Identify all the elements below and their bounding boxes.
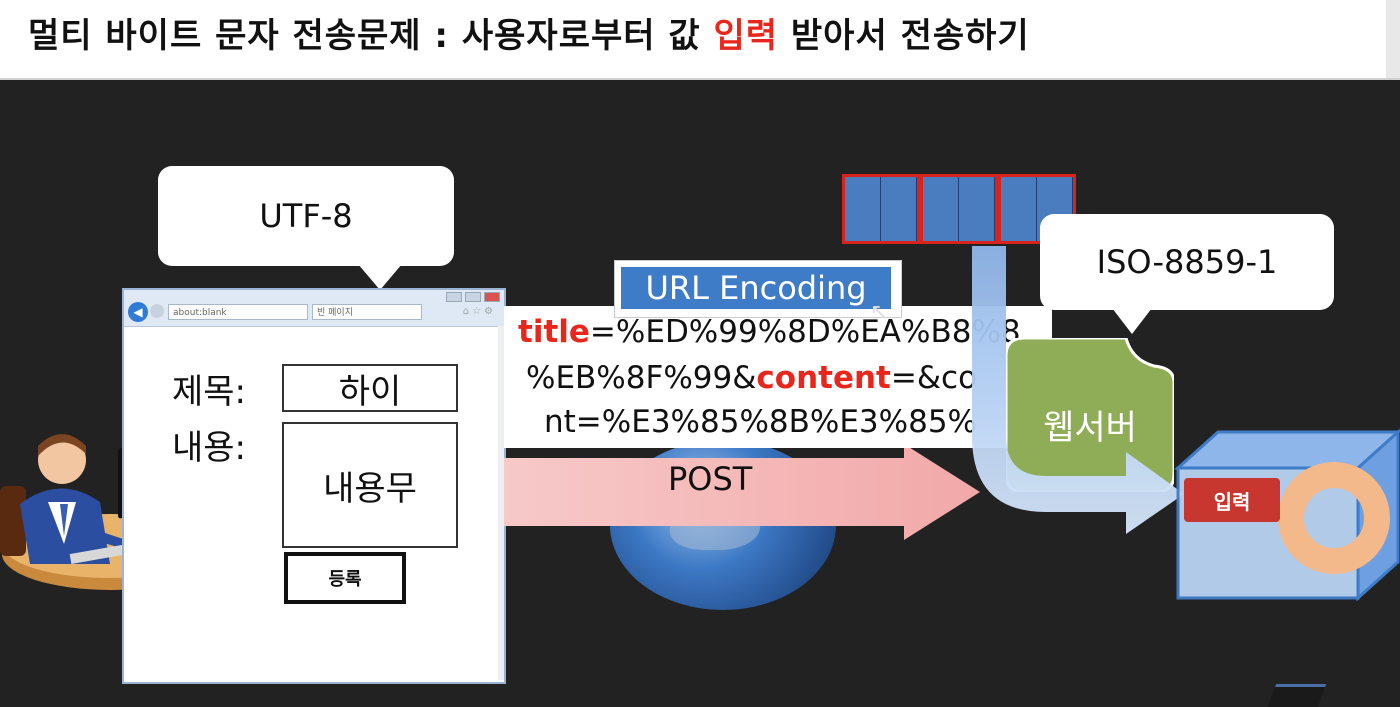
title-key: title bbox=[518, 314, 590, 350]
title-prefix: 멀티 바이트 문자 전송문제 : 사용자로부터 값 bbox=[28, 16, 714, 56]
mouse-cursor-icon: ↖ bbox=[870, 300, 889, 325]
utf8-callout: UTF-8 bbox=[158, 166, 454, 290]
content-textarea[interactable]: 내용무 bbox=[282, 422, 458, 548]
encoded-title-value: =%ED%99%8D%EA%B8%8 bbox=[589, 314, 1021, 350]
input-tag: 입력 bbox=[1184, 478, 1280, 522]
byte-blocks-icon bbox=[842, 174, 1078, 244]
post-arrow bbox=[504, 444, 980, 540]
close-icon[interactable] bbox=[484, 292, 500, 302]
byte-cell bbox=[881, 177, 917, 241]
flow-arrow-icon bbox=[972, 246, 1184, 534]
encoded-line-3: nt=%E3%85%8B%E3%85% bbox=[544, 404, 977, 440]
address-bar[interactable]: about:blank bbox=[168, 304, 308, 320]
browser-toolbar: ◀ about:blank 빈 페이지 ⌂☆⚙ bbox=[124, 290, 504, 327]
byte-group bbox=[920, 174, 998, 244]
iso-callout: ISO-8859-1 bbox=[1040, 214, 1334, 334]
web-server-label: 웹서버 bbox=[1043, 408, 1137, 448]
encoded-query-string: title=%ED%99%8D%EA%B8%8 %EB%8F%99&conten… bbox=[504, 306, 1052, 448]
encoded-line-2: %EB%8F%99&content=&co bbox=[526, 360, 977, 396]
byte-cell bbox=[1001, 177, 1037, 241]
browser-tab[interactable]: 빈 페이지 bbox=[312, 304, 422, 320]
forward-icon[interactable] bbox=[150, 304, 164, 318]
encoded-title-tail: %EB%8F%99& bbox=[526, 360, 757, 396]
title-suffix: 받아서 전송하기 bbox=[778, 16, 1030, 56]
encoded-line-1: title=%ED%99%8D%EA%B8%8 bbox=[518, 314, 1021, 350]
title-input[interactable]: 하이 bbox=[282, 364, 458, 412]
page-title: 멀티 바이트 문자 전송문제 : 사용자로부터 값 입력 받아서 전송하기 bbox=[28, 8, 1030, 57]
byte-group bbox=[842, 174, 920, 244]
home-star-gear-icons[interactable]: ⌂☆⚙ bbox=[462, 306, 496, 317]
window-controls bbox=[446, 292, 500, 302]
url-encoding-label: URL Encoding bbox=[621, 267, 891, 309]
url-encoding-box: URL Encoding bbox=[614, 260, 902, 318]
scrollbar[interactable] bbox=[1386, 0, 1400, 78]
browser-window: ◀ about:blank 빈 페이지 ⌂☆⚙ 제목: 하이 내용: 내용무 등… bbox=[122, 288, 506, 684]
minimize-icon[interactable] bbox=[446, 292, 462, 302]
post-method-label: POST bbox=[668, 460, 753, 498]
encoded-content-start: =&co bbox=[890, 360, 978, 396]
content-label: 내용: bbox=[172, 428, 247, 468]
back-icon[interactable]: ◀ bbox=[128, 302, 148, 322]
title-bar: 멀티 바이트 문자 전송문제 : 사용자로부터 값 입력 받아서 전송하기 bbox=[0, 0, 1400, 80]
byte-cell bbox=[959, 177, 995, 241]
ring-icon bbox=[1278, 462, 1390, 574]
encoded-content-value: nt=%E3%85%8B%E3%85% bbox=[544, 404, 978, 440]
title-highlight: 입력 bbox=[713, 16, 779, 56]
byte-cell bbox=[923, 177, 959, 241]
byte-cell bbox=[845, 177, 881, 241]
browser-scrollbar[interactable] bbox=[498, 326, 504, 680]
content-key: content bbox=[756, 360, 891, 396]
title-label: 제목: bbox=[172, 372, 247, 412]
maximize-icon[interactable] bbox=[465, 292, 481, 302]
submit-button[interactable]: 등록 bbox=[284, 552, 406, 604]
